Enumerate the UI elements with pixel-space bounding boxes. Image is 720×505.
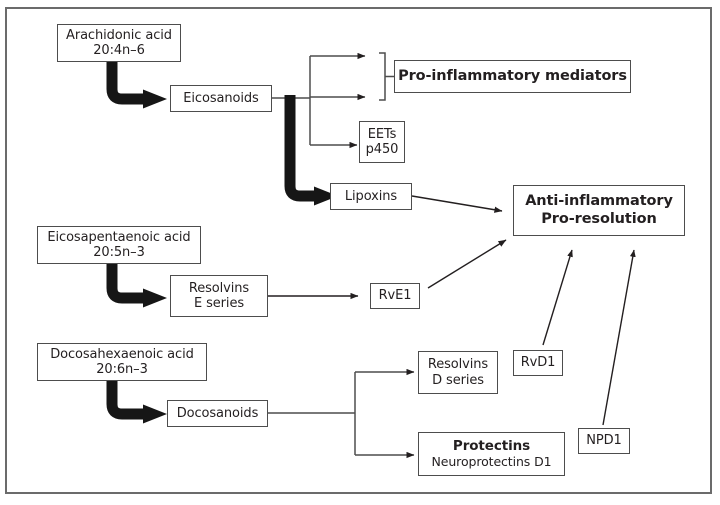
node-eicosanoids: Eicosanoids [170,85,272,112]
eicosanoids-label: Eicosanoids [183,90,259,106]
npd1-label: NPD1 [586,433,622,449]
arachidonic-acid-line2: 20:4n–6 [93,43,145,58]
edge-arachidonic-acid-to-eicosanoids [106,60,167,109]
eets-line2: p450 [365,142,399,157]
anti-inflammatory-line1: Anti-inflammatory [525,193,673,210]
node-docosanoids: Docosanoids [167,400,268,427]
resolvins-d-line2: D series [432,372,484,388]
dha-line2: 20:6n–3 [96,362,148,377]
protectins-line2: Neuroprotectins D1 [431,453,552,469]
edge-npd1-to-anti-inflammatory [602,249,636,426]
node-resolvins-e-series: Resolvins E series [170,275,268,317]
anti-inflammatory-line2: Pro-resolution [541,210,657,227]
lipoxins-label: Lipoxins [344,188,398,204]
edge-eicosanoids-to-lipoxins [284,95,338,206]
edge-docosanoids-to-resolvins-d [268,368,415,455]
node-lipoxins: Lipoxins [330,183,412,210]
edge-bracket-to-pro-inflammatory [379,52,394,101]
pro-inflammatory-label: Pro-inflammatory mediators [398,67,627,84]
node-docosahexaenoic-acid: Docosahexaenoic acid 20:6n–3 [37,343,207,381]
edge-dha-to-docosanoids [106,380,167,424]
node-protectins: Protectins Neuroprotectins D1 [418,432,565,476]
edge-lipoxins-to-anti-inflammatory [411,195,503,213]
resolvins-e-line2: E series [193,296,245,311]
node-rvd1: RvD1 [513,350,563,376]
epa-line1: Eicosapentaenoic acid [47,229,191,245]
protectins-line1: Protectins [452,437,531,454]
resolvins-d-line1: Resolvins [427,357,489,373]
node-anti-inflammatory-pro-resolution: Anti-inflammatory Pro-resolution [513,185,685,236]
dha-line1: Docosahexaenoic acid [50,346,194,362]
node-rve1: RvE1 [370,283,420,309]
rve1-label: RvE1 [378,288,412,304]
node-eets-p450: EETs p450 [359,121,405,163]
docosanoids-label: Docosanoids [176,405,259,421]
node-resolvins-d-series: Resolvins D series [418,351,498,394]
edge-rvd1-to-anti-inflammatory [542,249,573,346]
edge-rve1-to-anti-inflammatory [427,239,507,289]
eets-line1: EETs [367,126,397,142]
resolvins-e-line1: Resolvins [188,280,250,296]
rvd1-label: RvD1 [520,355,556,371]
node-eicosapentaenoic-acid: Eicosapentaenoic acid 20:5n–3 [37,226,201,264]
node-pro-inflammatory-mediators: Pro-inflammatory mediators [394,60,631,93]
epa-line2: 20:5n–3 [93,245,145,260]
edge-epa-to-resolvins-e [106,262,167,308]
arachidonic-acid-line1: Arachidonic acid [66,27,172,43]
node-npd1: NPD1 [578,428,630,454]
node-arachidonic-acid: Arachidonic acid 20:4n–6 [57,24,181,62]
